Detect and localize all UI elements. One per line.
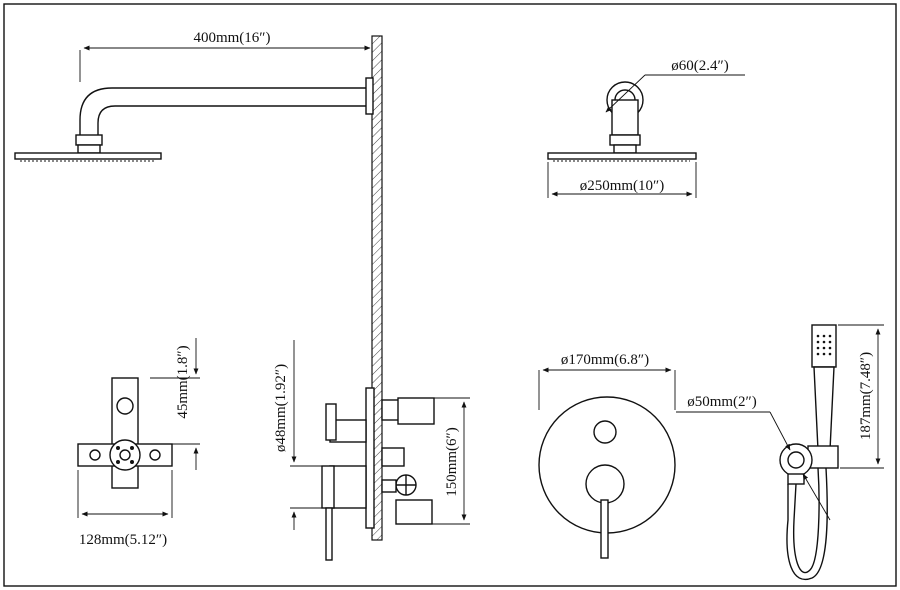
plate-diameter-dimension: ø170mm(6.8″) [538, 352, 676, 410]
head-diameter-label: ø250mm(10″) [580, 178, 665, 194]
drawing-border [3, 3, 897, 587]
holder-diameter-label: ø50mm(2″) [687, 394, 757, 410]
flange-diameter-dimension: ø60(2.4″) [605, 58, 745, 113]
arm-length-dimension: 400mm(16″) [79, 30, 371, 82]
plate-diameter-label: ø170mm(6.8″) [561, 352, 649, 368]
hand-shower-view [779, 324, 839, 581]
shower-head-front-view [547, 81, 697, 162]
mixer-front-view [538, 396, 676, 559]
handshower-length-label: 187mm(7.48″) [858, 352, 874, 440]
head-diameter-dimension: ø250mm(10″) [547, 162, 697, 198]
trim-height-label: 150mm(6″) [444, 427, 460, 497]
holder-diameter-dimension: ø50mm(2″) [676, 394, 831, 521]
valve-width-label: 128mm(5.12″) [79, 532, 167, 548]
mixer-side-view [321, 387, 435, 561]
valve-body-view [77, 377, 173, 489]
valve-height-dimension: 45mm(1.8″) [150, 338, 200, 470]
valve-width-dimension: 128mm(5.12″) [77, 470, 173, 548]
valve-height-label: 45mm(1.8″) [175, 345, 191, 418]
shower-arm-side-view [75, 77, 374, 154]
escutcheon-depth-label: ø48mm(1.92″) [273, 364, 289, 452]
escutcheon-depth-dimension: ø48mm(1.92″) [273, 340, 330, 530]
wall-section [371, 35, 383, 541]
arm-length-label: 400mm(16″) [193, 30, 270, 46]
shower-head-side-view [14, 152, 162, 162]
handshower-length-dimension: 187mm(7.48″) [838, 324, 884, 469]
spray-nozzles [816, 334, 832, 356]
trim-height-dimension: 150mm(6″) [432, 397, 470, 525]
flange-diameter-label: ø60(2.4″) [671, 58, 729, 74]
